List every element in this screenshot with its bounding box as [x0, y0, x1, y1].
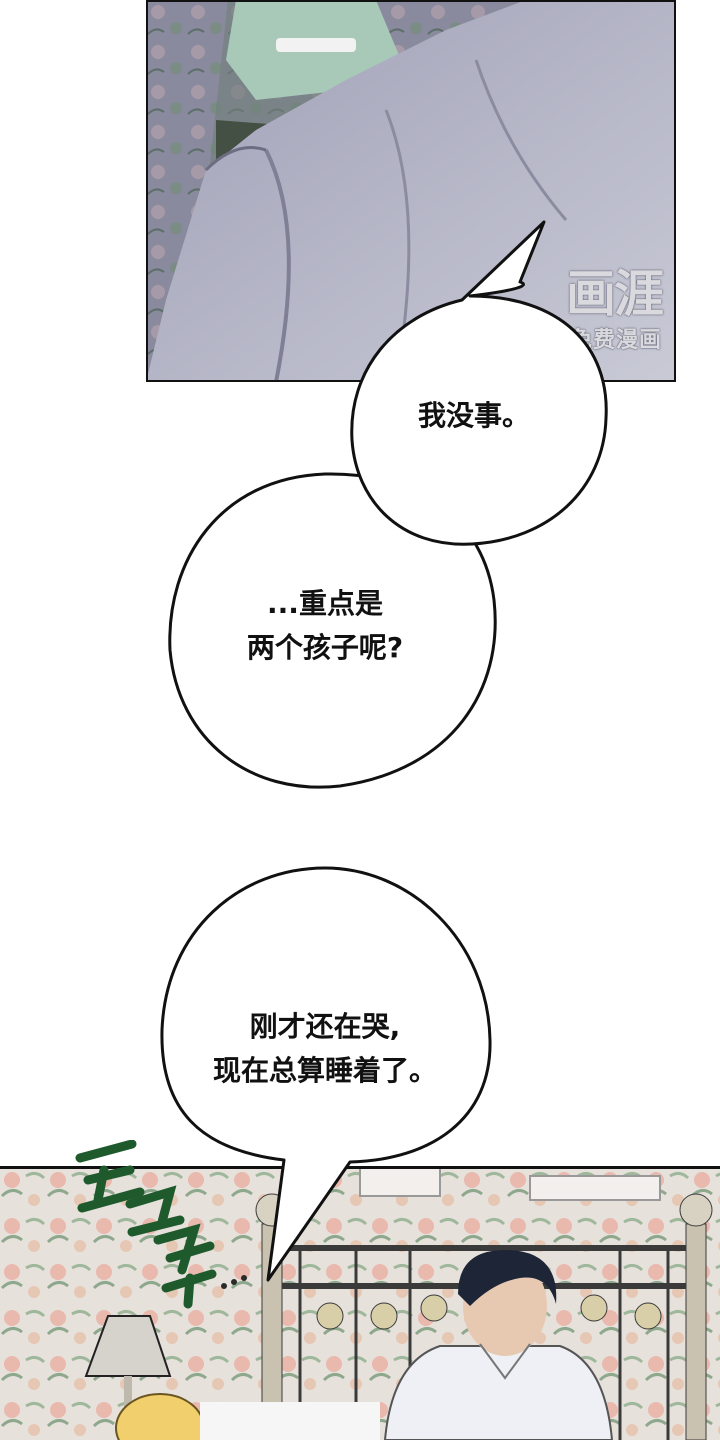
- bubble-1-text: 我没事。: [384, 394, 564, 438]
- sound-effect-lettering: [70, 1140, 270, 1320]
- bubble-3-line-2: 现在总算睡着了。: [212, 1054, 437, 1087]
- bubble-1-line-1: 我没事。: [417, 399, 530, 432]
- dark-haired-man: [383, 1250, 614, 1440]
- bubble-3-text: 刚才还在哭, 现在总算睡着了。: [180, 1005, 470, 1093]
- watermark-logo: 画涯: [566, 265, 664, 323]
- watermark-subtitle: 免费漫画: [570, 328, 663, 353]
- bubble-2-text: ...重点是 两个孩子呢?: [200, 582, 450, 670]
- sfx-drawing: [75, 1140, 247, 1309]
- bubble-2-line-2: 两个孩子呢?: [246, 631, 404, 664]
- bubble-2-line-1: ...重点是: [267, 587, 383, 620]
- bubble-3-line-1: 刚才还在哭,: [249, 1010, 401, 1043]
- dress-belt: [276, 38, 356, 52]
